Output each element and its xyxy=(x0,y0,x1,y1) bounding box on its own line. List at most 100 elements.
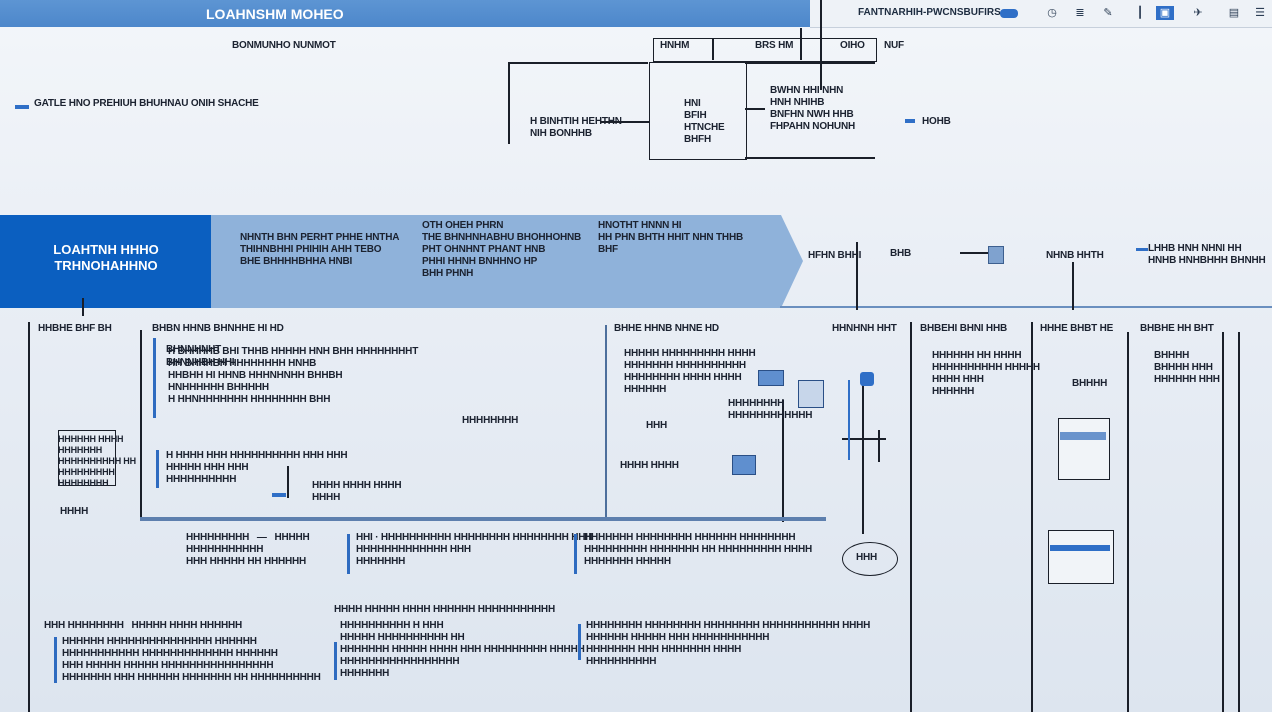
connector xyxy=(287,466,289,498)
left-note: H BINHTIH HEHTHN NIH BONHHB xyxy=(530,116,622,139)
connector xyxy=(712,38,714,60)
chip xyxy=(758,370,784,386)
banner-ext-label-2: BHB xyxy=(890,248,912,259)
banner-body xyxy=(211,215,781,308)
list-icon[interactable]: ≣ xyxy=(1075,7,1085,19)
bracket-bar xyxy=(578,624,581,660)
flow-header-label-1: HNHM xyxy=(660,40,690,51)
toolbar xyxy=(810,0,1272,28)
flow-header-extra: NUF xyxy=(884,40,904,51)
clock-icon[interactable]: ◷ xyxy=(1047,7,1057,19)
connector xyxy=(862,382,864,534)
bracket-bar xyxy=(156,450,159,488)
column-header-3: BHHE HHNB NHNE HD xyxy=(614,323,719,334)
title-bar xyxy=(0,0,810,27)
col2-lower: H HHHH HHH HHHHHHHHHH HHH HHH HHHHH HHH … xyxy=(166,450,348,485)
banner-col-2: OTH OHEH PHRN THE BHNHNHABHU BHOHHOHNB P… xyxy=(422,220,582,279)
image-icon[interactable]: ▣ xyxy=(1156,6,1174,20)
circle-node-label: HHH xyxy=(856,552,878,563)
bar-icon[interactable]: ┃ xyxy=(1136,7,1144,19)
bracket-bar xyxy=(347,534,350,574)
column-header-4: HHNHNH HHT xyxy=(832,323,897,334)
arrow-marker xyxy=(272,493,286,497)
column-header-5: BHBEHI BHNI HHB xyxy=(920,323,1008,334)
banner-col-1: NHNTH BHN PERHT PHHE HNTHA THIHNBHHI PHI… xyxy=(240,232,400,267)
connector xyxy=(82,298,84,316)
footer-2-title: HHHH HHHHH HHHH HHHHHH HHHHHHHHHHH xyxy=(334,604,555,615)
column-divider xyxy=(140,330,142,520)
flow-header-label-2: BRS HM xyxy=(755,40,794,51)
bottom-note-1: HHHHHHHHH — HHHHH HHHHHHHHHHH HHH HHHHH … xyxy=(186,532,310,567)
bracket-bar xyxy=(153,338,156,418)
far-right-label: HOHB xyxy=(922,116,951,127)
column-divider xyxy=(910,322,912,712)
column-divider xyxy=(1031,322,1033,712)
doc-icon[interactable]: ▤ xyxy=(1228,7,1240,19)
bottom-note-2: HHI · HHHHHHHHHH HHHHHHHH HHHHHHHH HHH H… xyxy=(356,532,593,567)
process-box-left xyxy=(649,62,747,160)
col6-text: BHHHH xyxy=(1072,378,1108,389)
connector xyxy=(878,430,880,462)
footer-3-text: HHHHHHHH HHHHHHHH HHHHHHHH HHHHHHHHHHH H… xyxy=(586,620,871,667)
banner-title-block xyxy=(0,215,211,308)
flow-header-box xyxy=(653,38,877,62)
arrow-marker xyxy=(1136,248,1148,251)
footer-1-title: HHH HHHHHHHH HHHHH HHHH HHHHHH xyxy=(44,620,243,631)
toolbar-slider[interactable] xyxy=(1000,9,1018,18)
legend-marker xyxy=(15,105,29,109)
marker-icon xyxy=(860,372,874,386)
column-header-2: BHBN HHNB BHNHHE HI HD xyxy=(152,323,284,334)
footer-1-text: HHHHHH HHHHHHHHHHHHHHH HHHHHH HHHHHHHHHH… xyxy=(62,636,321,683)
col2-line-2: BHNNHBH HHI xyxy=(166,357,235,368)
arrow-line xyxy=(600,121,650,123)
circle-node xyxy=(842,542,898,576)
app-title: LOAHNSHM MOHEO xyxy=(206,6,344,22)
col3-mid: HHHHHHHH HHHHHHHHHHHH xyxy=(728,398,813,421)
bracket-bar xyxy=(54,637,57,683)
column-divider xyxy=(1222,332,1224,712)
col5-lines: HHHHHH HH HHHH HHHHHHHHHH HHHHH HHHH HHH… xyxy=(932,350,1040,397)
bracket-bar xyxy=(574,534,577,574)
plane-icon[interactable]: ✈ xyxy=(1193,7,1203,19)
left-box-tag: HHHH xyxy=(60,506,89,517)
connector xyxy=(1072,262,1074,310)
pen-icon[interactable]: ✎ xyxy=(1103,7,1113,19)
banner-ext-label-3: NHNB HHTH xyxy=(1046,250,1104,261)
diagram-subtitle: BONMUNHO NUNMOT xyxy=(232,40,336,51)
col3-mid-2: HHH xyxy=(646,420,668,431)
col6-card xyxy=(1058,418,1110,480)
legend-text: GATLE HNO PREHIUH BHUHNAU ONIH SHACHE xyxy=(34,98,259,109)
col3-lines: HHHHH HHHHHHHHH HHHH HHHHHHH HHHHHHHHHH … xyxy=(624,348,756,395)
col2-line-1: BHNNHNHT xyxy=(166,344,222,355)
connector xyxy=(745,62,875,64)
column-header-6: HHHE BHBT HE xyxy=(1040,323,1114,334)
process-baseline xyxy=(140,517,826,521)
toolbar-label: FANTNARHIH-PWCNSBUFIRS xyxy=(858,7,1001,18)
connector xyxy=(842,438,886,440)
connector xyxy=(856,242,858,310)
column-divider xyxy=(782,400,784,522)
arrow-marker xyxy=(905,119,915,123)
banner-arrow xyxy=(781,215,803,308)
col6-card-2 xyxy=(1048,530,1114,584)
connector xyxy=(745,157,875,159)
process-box-right-text: BWHN HHI NHN HNH NHIHB BNFHN NWH HHB FHP… xyxy=(770,85,855,132)
arrow-line xyxy=(745,108,765,110)
banner-ext-label-1: HFHN BHHI xyxy=(808,250,862,261)
banner-ext-label-4: LHHB HNH NHNI HH HNHB HNHBHHH BHNHH xyxy=(1148,243,1266,266)
banner-col-3: HNOTHT HNNN HI HH PHN BHTH HHIT NHN THHB… xyxy=(598,220,743,255)
menu-icon[interactable]: ☰ xyxy=(1255,7,1265,19)
column-divider xyxy=(1127,332,1129,712)
column-header-7: BHBHE HH BHT xyxy=(1140,323,1214,334)
connector xyxy=(820,0,822,90)
left-box-text: HHHHHH HHHH HHHHHHH HHHHHHHHHH HH HHHHHH… xyxy=(58,434,136,488)
col7-text: BHHHH BHHHH HHH HHHHHH HHH xyxy=(1154,350,1220,385)
connector xyxy=(800,28,802,60)
banner-chip xyxy=(988,246,1004,264)
column-divider xyxy=(1238,332,1240,712)
left-box xyxy=(58,430,116,486)
col2-extra: H BHHHHB BHI THHB HHHHH HNH BHH HHHHHHHH… xyxy=(168,346,419,405)
banner-baseline xyxy=(780,306,1272,308)
bracket-bar xyxy=(334,642,337,680)
col3-low: HHHH HHHH xyxy=(620,460,679,471)
